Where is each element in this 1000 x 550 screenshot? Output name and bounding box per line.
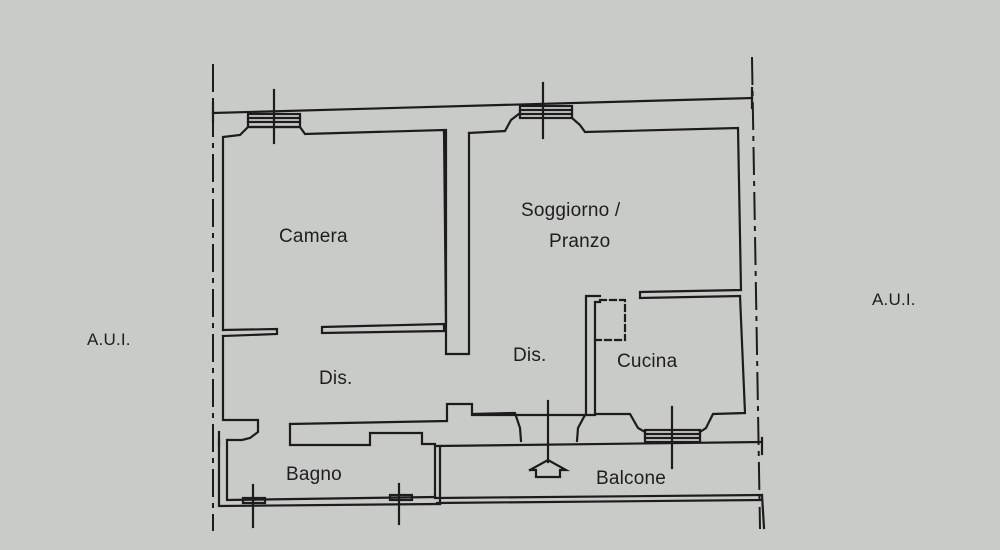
wall-soggiorno <box>467 81 743 300</box>
room-label-balcone: Balcone <box>596 468 667 489</box>
room-label-dis-right: Dis. <box>513 345 547 366</box>
room-label-soggiorno: Soggiorno / <box>521 200 621 221</box>
room-label-pranzo: Pranzo <box>549 231 611 252</box>
room-label-dis-left: Dis. <box>319 368 353 389</box>
wall-dis-bagno <box>217 334 597 529</box>
outer-wall-top <box>211 96 754 115</box>
room-label-camera: Camera <box>279 226 348 247</box>
wall-camera <box>221 88 448 338</box>
property-boundary-right <box>750 56 762 530</box>
wall-cucina <box>584 294 747 470</box>
room-label-cucina: Cucina <box>617 351 678 372</box>
entrance-arrow-icon <box>528 399 571 479</box>
wall-partition <box>444 128 471 356</box>
neighbor-label-right: A.U.I. <box>872 290 916 309</box>
room-label-bagno: Bagno <box>286 464 342 485</box>
neighbor-label-left: A.U.I. <box>87 330 131 349</box>
wall-balcone <box>435 436 766 530</box>
